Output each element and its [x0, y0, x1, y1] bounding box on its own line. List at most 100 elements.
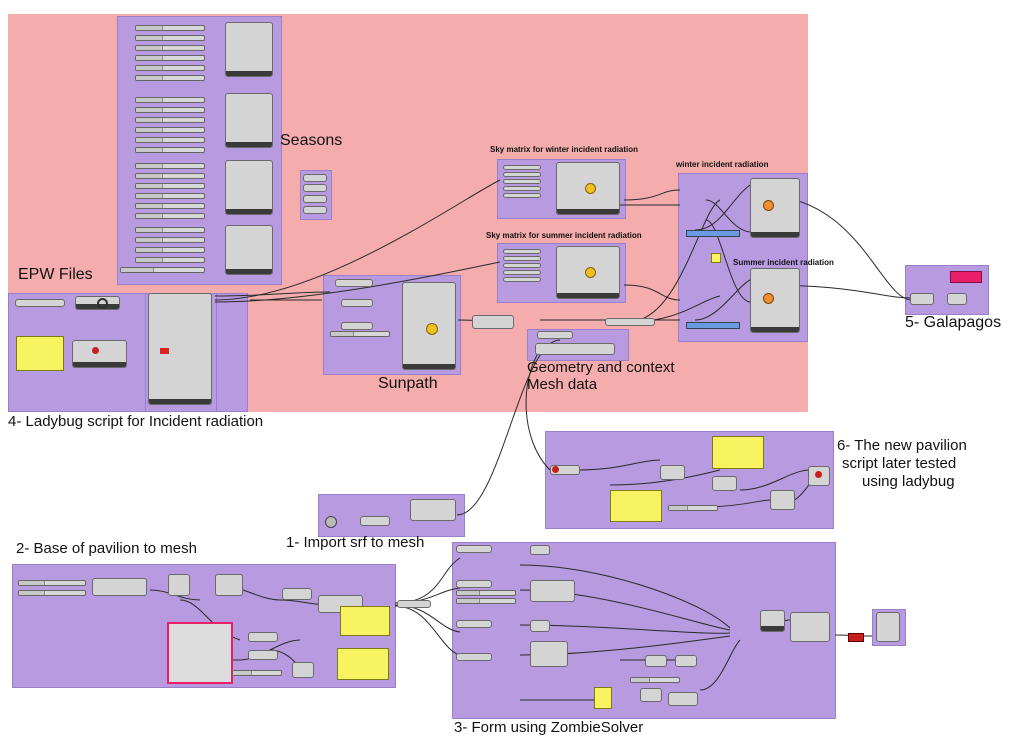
month-slider[interactable] — [120, 267, 205, 273]
month-slider[interactable] — [135, 163, 205, 169]
import-mesh-node[interactable] — [410, 499, 456, 521]
winter-radiation-node[interactable] — [750, 178, 800, 238]
sunpath-input-node[interactable] — [341, 322, 373, 330]
sky-input-node[interactable] — [503, 270, 541, 275]
output-node[interactable] — [876, 612, 900, 642]
pavilion-node[interactable] — [770, 490, 795, 510]
summer-toggle[interactable] — [686, 322, 740, 329]
month-slider[interactable] — [135, 127, 205, 133]
month-slider[interactable] — [135, 173, 205, 179]
zombie-node[interactable] — [640, 688, 662, 702]
import-node[interactable] — [360, 516, 390, 526]
month-slider[interactable] — [135, 203, 205, 209]
base-output-node[interactable] — [397, 600, 431, 608]
base-panel — [337, 648, 389, 680]
zombie-node[interactable] — [668, 692, 698, 706]
analysis-period-node[interactable] — [225, 93, 273, 148]
season-button[interactable] — [303, 174, 327, 182]
base-slider[interactable] — [232, 670, 282, 676]
mesh-output-node[interactable] — [605, 318, 655, 326]
zombie-slider[interactable] — [456, 590, 516, 596]
base-node[interactable] — [248, 650, 278, 660]
sky-input-node[interactable] — [503, 256, 541, 261]
sky-input-node[interactable] — [503, 186, 541, 191]
season-button[interactable] — [303, 184, 327, 192]
zombie-slider[interactable] — [456, 598, 516, 604]
base-node[interactable] — [92, 578, 147, 596]
sunpath-node[interactable] — [402, 282, 456, 370]
month-slider[interactable] — [135, 147, 205, 153]
zombie-red-button[interactable] — [848, 633, 864, 642]
month-slider[interactable] — [135, 35, 205, 41]
analysis-period-node[interactable] — [225, 160, 273, 215]
month-slider[interactable] — [135, 137, 205, 143]
epw-outputs-node[interactable] — [148, 293, 212, 405]
zombie-node[interactable] — [530, 580, 575, 602]
pavilion-slider[interactable] — [668, 505, 718, 511]
month-slider[interactable] — [135, 107, 205, 113]
analysis-period-node[interactable] — [225, 225, 273, 275]
base-node[interactable] — [168, 574, 190, 596]
month-slider[interactable] — [135, 25, 205, 31]
sunpath-slider[interactable] — [330, 331, 390, 337]
pavilion-node[interactable] — [660, 465, 685, 480]
zombie-node[interactable] — [530, 620, 550, 632]
pavilion-node[interactable] — [712, 476, 737, 491]
month-slider[interactable] — [135, 75, 205, 81]
base-node[interactable] — [292, 662, 314, 678]
base-slider[interactable] — [18, 590, 86, 596]
geometry-mesh-node[interactable] — [535, 343, 615, 355]
sky-input-node[interactable] — [503, 193, 541, 198]
month-slider[interactable] — [135, 213, 205, 219]
sky-input-node[interactable] — [503, 263, 541, 268]
analysis-period-node[interactable] — [225, 22, 273, 77]
sunpath-input-node[interactable] — [335, 279, 373, 287]
zombie-node[interactable] — [645, 655, 667, 667]
summer-radiation-node[interactable] — [750, 268, 800, 333]
sky-input-node[interactable] — [503, 165, 541, 170]
geometry-input-node[interactable] — [537, 331, 573, 339]
sky-input-node[interactable] — [503, 172, 541, 177]
zombie-input-node[interactable] — [456, 545, 492, 553]
month-slider[interactable] — [135, 193, 205, 199]
base-node[interactable] — [215, 574, 243, 596]
month-slider[interactable] — [135, 247, 205, 253]
zombie-input-node[interactable] — [456, 580, 492, 588]
zombie-input-node[interactable] — [456, 620, 492, 628]
month-slider[interactable] — [135, 257, 205, 263]
sun-output-node[interactable] — [472, 315, 514, 329]
galapagos-solver-node[interactable] — [947, 293, 967, 305]
zombie-node[interactable] — [530, 545, 550, 555]
zombie-input-node[interactable] — [456, 653, 492, 661]
galapagos-button[interactable] — [950, 271, 982, 283]
month-slider[interactable] — [135, 65, 205, 71]
zombie-output-node[interactable] — [790, 612, 830, 642]
month-slider[interactable] — [135, 45, 205, 51]
sky-input-node[interactable] — [503, 179, 541, 184]
import-epw-node[interactable] — [72, 340, 127, 368]
zombie-node[interactable] — [675, 655, 697, 667]
winter-radiation-label: winter incident radiation — [676, 160, 769, 169]
base-slider[interactable] — [18, 580, 86, 586]
epw-path-node[interactable] — [15, 299, 65, 307]
galapagos-node[interactable] — [910, 293, 934, 305]
zombie-slider[interactable] — [630, 677, 680, 683]
month-slider[interactable] — [135, 237, 205, 243]
month-slider[interactable] — [135, 97, 205, 103]
zombie-node[interactable] — [530, 641, 568, 667]
sky-input-node[interactable] — [503, 249, 541, 254]
month-slider[interactable] — [135, 183, 205, 189]
winter-toggle[interactable] — [686, 230, 740, 237]
pavilion-input-node[interactable] — [550, 465, 580, 475]
month-slider[interactable] — [135, 55, 205, 61]
season-button[interactable] — [303, 195, 327, 203]
month-slider[interactable] — [135, 117, 205, 123]
new-pavilion-label-3: using ladybug — [862, 473, 955, 490]
base-node[interactable] — [248, 632, 278, 642]
sunpath-input-node[interactable] — [341, 299, 373, 307]
zombie-solver-node[interactable] — [760, 610, 785, 632]
sky-input-node[interactable] — [503, 277, 541, 282]
season-button[interactable] — [303, 206, 327, 214]
month-slider[interactable] — [135, 227, 205, 233]
base-node[interactable] — [282, 588, 312, 600]
